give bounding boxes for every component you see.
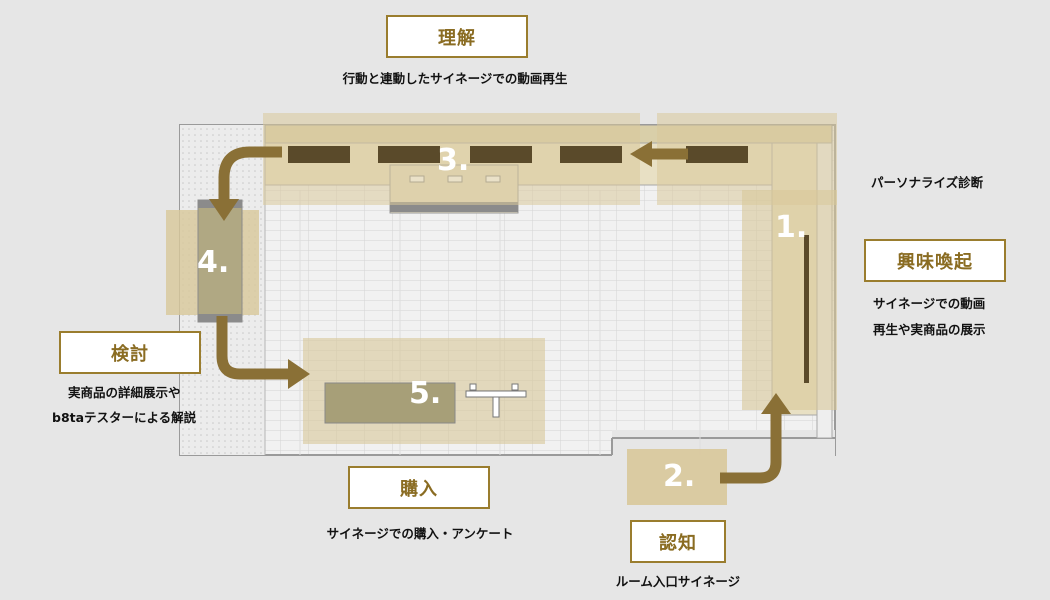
signage-screens bbox=[288, 146, 809, 383]
caption-personalize: パーソナライズ診断 bbox=[871, 175, 984, 190]
caption-awareness: ルーム入口サイネージ bbox=[615, 574, 741, 589]
stage-number-consideration: 4. bbox=[197, 245, 229, 280]
signage-screen bbox=[686, 146, 748, 163]
signage-screen bbox=[560, 146, 622, 163]
caption-consideration-2: b8taテスターによる解説 bbox=[52, 410, 197, 425]
flow-arrows bbox=[216, 146, 782, 484]
signage-screen bbox=[470, 146, 532, 163]
stage-number-interest: 1. bbox=[775, 210, 807, 245]
arrowhead bbox=[288, 359, 310, 389]
caption-understanding: 行動と連動したサイネージでの動画再生 bbox=[342, 71, 568, 86]
caption-interest-1: サイネージでの動画 bbox=[873, 296, 986, 311]
arrow-awareness-to-interest bbox=[720, 412, 782, 484]
arrowhead bbox=[761, 393, 791, 414]
zone-awareness bbox=[627, 449, 727, 505]
arrow-consideration-to-purchase bbox=[216, 316, 290, 380]
caption-consideration-1: 実商品の詳細展示や bbox=[68, 385, 181, 400]
label-purchase: 購入 bbox=[348, 466, 490, 509]
arrowhead bbox=[209, 199, 239, 221]
caption-interest-2: 再生や実商品の展示 bbox=[873, 322, 986, 337]
arrow-understanding-to-consideration bbox=[218, 146, 282, 200]
zone-interest bbox=[742, 190, 837, 410]
arrow-heads bbox=[209, 141, 791, 414]
signage-screen bbox=[378, 146, 440, 163]
signage-screen bbox=[804, 235, 809, 383]
caption-purchase: サイネージでの購入・アンケート bbox=[326, 526, 514, 541]
stage-number-purchase: 5. bbox=[409, 376, 441, 411]
label-awareness: 認知 bbox=[630, 520, 726, 563]
label-consideration: 検討 bbox=[59, 331, 201, 374]
signage-screen bbox=[288, 146, 350, 163]
stage-number-awareness: 2. bbox=[663, 459, 695, 494]
label-understanding: 理解 bbox=[386, 15, 528, 58]
arrowhead bbox=[630, 141, 652, 167]
stage-number-understanding: 3. bbox=[437, 143, 469, 178]
label-interest: 興味喚起 bbox=[864, 239, 1006, 282]
purchase-counter bbox=[324, 382, 527, 424]
